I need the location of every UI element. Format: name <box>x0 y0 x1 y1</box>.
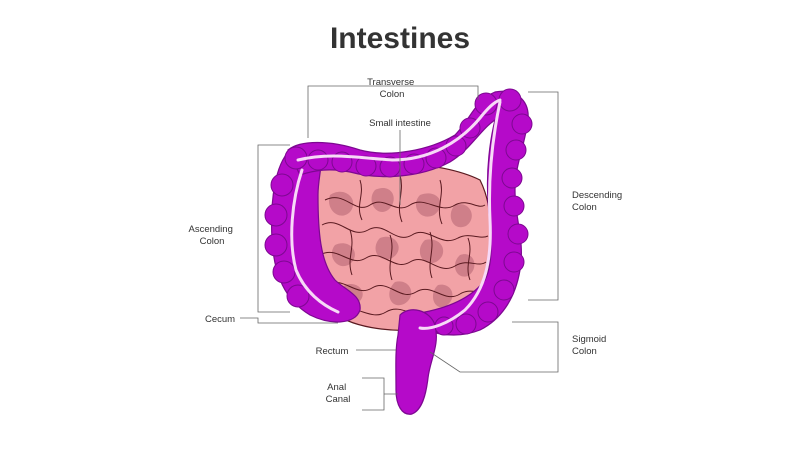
label-anal-canal: Anal Canal <box>326 382 351 405</box>
label-sigmoid-colon: Sigmoid Colon <box>572 334 609 357</box>
large-intestine-illustration <box>264 88 533 415</box>
diagram-labels: Transverse Colon Small intestine Descend… <box>188 77 625 405</box>
label-transverse-colon: Transverse Colon <box>367 77 417 100</box>
label-descending-colon: Descending Colon <box>572 190 625 213</box>
label-leader-lines <box>240 85 559 411</box>
label-small-intestine: Small intestine <box>369 118 431 129</box>
label-rectum: Rectum <box>316 346 349 357</box>
label-cecum: Cecum <box>205 314 235 325</box>
label-ascending-colon: Ascending Colon <box>188 224 235 247</box>
page-title: Intestines <box>329 22 471 55</box>
